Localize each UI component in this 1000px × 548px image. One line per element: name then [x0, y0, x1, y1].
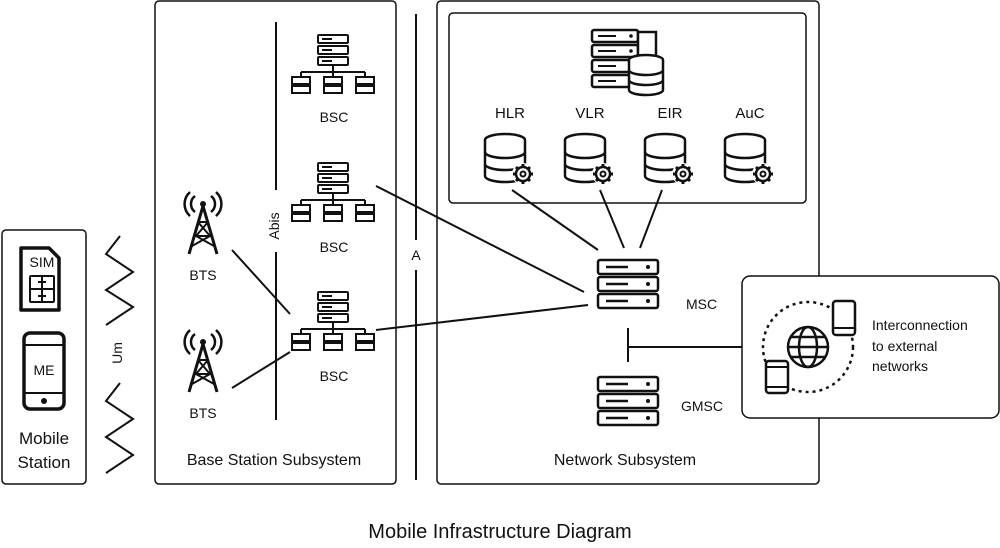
- eir-msc-link: [639, 189, 663, 249]
- bsc-label: BSC: [320, 368, 349, 384]
- auc-database-icon: [723, 132, 776, 187]
- phone-icon: [22, 331, 66, 411]
- msc-server-icon: [596, 258, 660, 310]
- smartphone-icon: [764, 359, 790, 395]
- network-subsystem-label: Network Subsystem: [554, 452, 696, 469]
- mobile-station-box: [1, 229, 87, 485]
- external-label-line3: networks: [872, 358, 928, 374]
- external-label-line1: Interconnection: [872, 317, 968, 333]
- vlr-msc-link: [599, 189, 625, 249]
- abis-label: Abis: [266, 212, 282, 239]
- bts-bsc-link: [231, 351, 291, 389]
- radio-wave-upper: [104, 235, 135, 326]
- network-subsystem-box: [436, 0, 820, 485]
- bsc-label: BSC: [320, 239, 349, 255]
- network-orbit: [761, 300, 855, 394]
- database-label-hlr: HLR: [495, 105, 525, 122]
- a-label: A: [411, 247, 421, 263]
- hlr-msc-link: [511, 189, 599, 251]
- mobile-station-label-line2: Station: [18, 453, 71, 472]
- bsc-msc-link: [375, 304, 589, 331]
- bts-tower-icon: [183, 190, 223, 256]
- eir-database-icon: [643, 132, 696, 187]
- mobile-station-label-line1: Mobile: [19, 429, 69, 448]
- gmsc-server-icon: [596, 375, 660, 427]
- diagram-title: Mobile Infrastructure Diagram: [368, 521, 631, 543]
- vlr-database-icon: [563, 132, 616, 187]
- bsc-server-icon: [291, 34, 375, 94]
- database-panel: [448, 12, 807, 204]
- bsc-msc-link: [375, 185, 585, 293]
- hlr-database-icon: [483, 132, 536, 187]
- external-networks-box: [741, 275, 1000, 419]
- msc-label: MSC: [686, 296, 717, 312]
- gmsc-label: GMSC: [681, 398, 723, 414]
- radio-wave-lower: [104, 382, 135, 474]
- database-label-eir: EIR: [657, 105, 682, 122]
- data-center-icon: [590, 28, 665, 97]
- external-label-line2: to external: [872, 338, 937, 354]
- database-label-auc: AuC: [735, 105, 764, 122]
- bts-label: BTS: [189, 405, 216, 421]
- um-label: Um: [109, 342, 125, 364]
- bsc-label: BSC: [320, 109, 349, 125]
- sim-card-icon: [19, 246, 61, 312]
- me-label: ME: [34, 362, 55, 378]
- bts-tower-icon: [183, 328, 223, 394]
- smartphone-icon: [831, 299, 857, 337]
- bsc-server-icon: [291, 162, 375, 222]
- base-station-subsystem-box: [154, 0, 397, 485]
- bts-bsc-link: [231, 249, 291, 315]
- database-label-vlr: VLR: [575, 105, 604, 122]
- sim-label: SIM: [30, 254, 55, 270]
- bts-label: BTS: [189, 267, 216, 283]
- base-station-subsystem-label: Base Station Subsystem: [187, 452, 361, 469]
- globe-icon: [786, 325, 830, 369]
- bsc-server-icon: [291, 291, 375, 351]
